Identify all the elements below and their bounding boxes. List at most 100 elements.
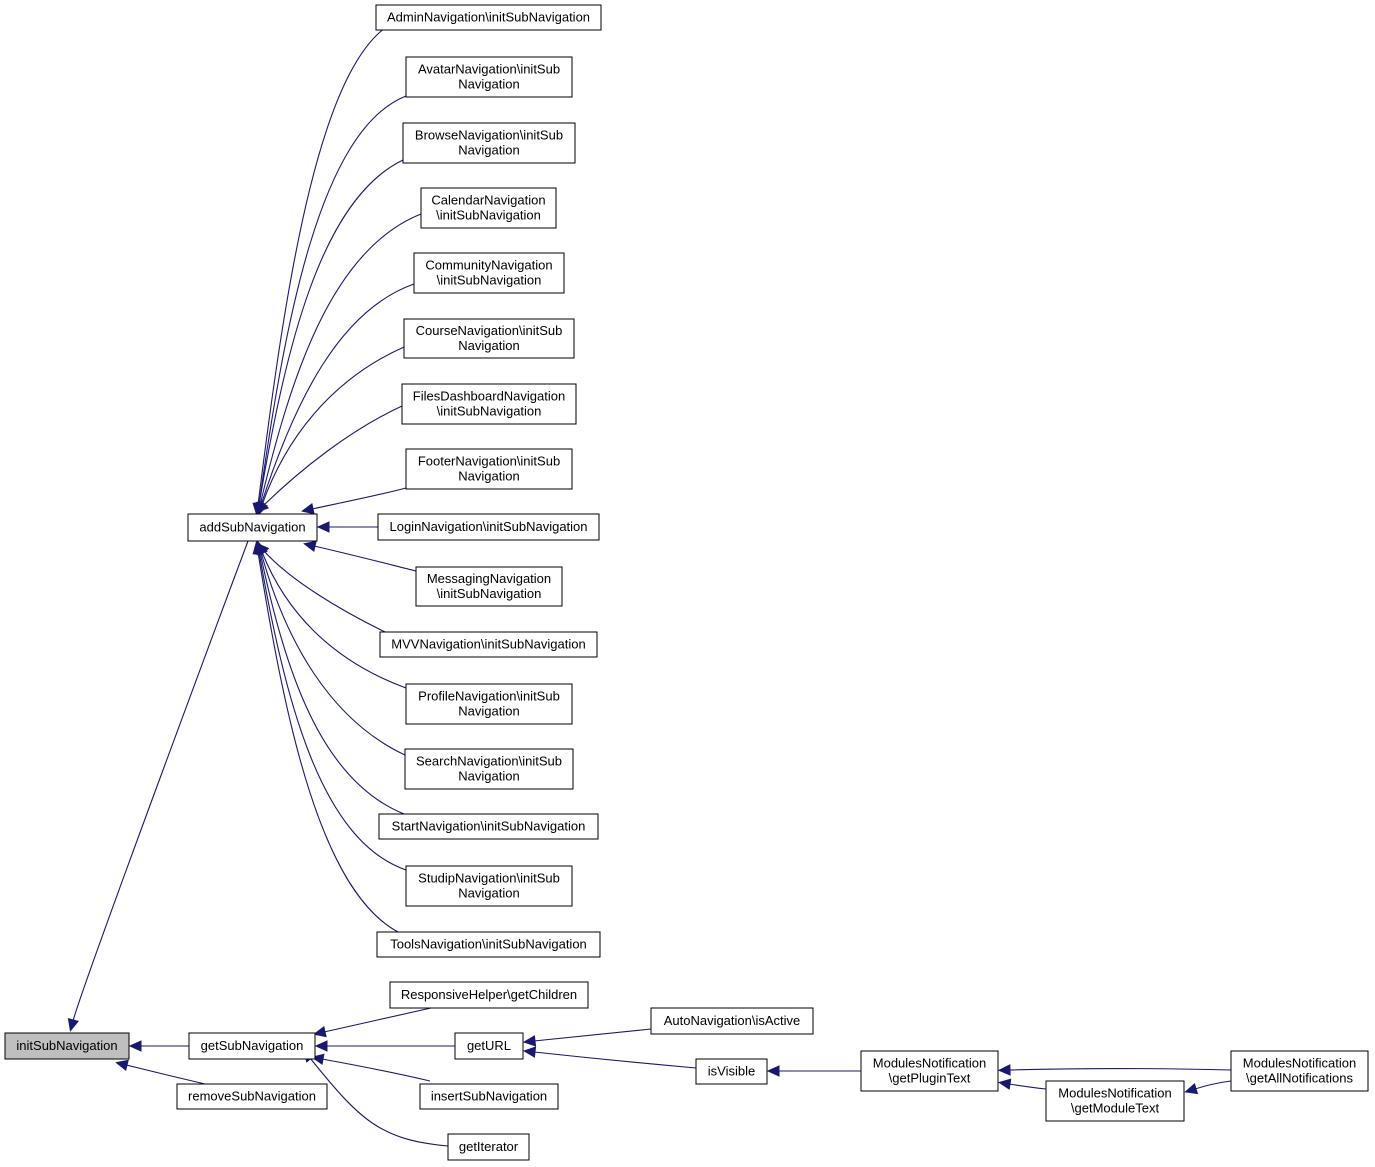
node-autoIsActive[interactable]: AutoNavigation\isActive (650, 1007, 814, 1035)
node-browse[interactable]: BrowseNavigation\initSubNavigation (402, 122, 576, 164)
edge-avatar-to-addSubNavigation (253, 95, 407, 517)
node-avatar[interactable]: AvatarNavigation\initSubNavigation (405, 56, 573, 98)
node-course[interactable]: CourseNavigation\initSubNavigation (403, 318, 575, 359)
node-label: MessagingNavigation (427, 571, 551, 586)
node-label: Navigation (458, 886, 519, 901)
node-label: \getAllNotifications (1246, 1071, 1353, 1086)
edge-autoIsActive-to-getURL (522, 1028, 652, 1047)
node-start[interactable]: StartNavigation\initSubNavigation (378, 813, 599, 840)
node-responsive[interactable]: ResponsiveHelper\getChildren (389, 981, 589, 1009)
node-mvv[interactable]: MVVNavigation\initSubNavigation (379, 631, 598, 658)
node-box (405, 56, 573, 98)
node-getPluginText[interactable]: ModulesNotification\getPluginText (860, 1050, 999, 1092)
arrowhead-icon (252, 540, 264, 555)
node-label: LoginNavigation\initSubNavigation (389, 519, 587, 534)
node-label: ModulesNotification (1243, 1056, 1356, 1071)
arrowhead-icon (255, 499, 270, 513)
node-calendar[interactable]: CalendarNavigation\initSubNavigation (420, 187, 557, 229)
node-box (378, 813, 599, 840)
node-label: BrowseNavigation\initSub (415, 128, 563, 143)
edge-tools-to-addSubNavigation (252, 540, 399, 933)
edge-getPluginText-to-isVisible (766, 1065, 861, 1077)
node-label: addSubNavigation (199, 520, 305, 535)
node-box (419, 1083, 559, 1110)
node-community[interactable]: CommunityNavigation\initSubNavigation (413, 252, 565, 294)
node-label: Navigation (458, 338, 519, 353)
node-label: ResponsiveHelper\getChildren (401, 987, 577, 1002)
node-box (860, 1050, 999, 1092)
node-label: Navigation (458, 704, 519, 719)
node-box (404, 748, 574, 790)
arrowhead-icon (1184, 1083, 1199, 1095)
node-box (176, 1083, 328, 1110)
node-box (389, 981, 589, 1009)
node-getURL[interactable]: getURL (454, 1032, 524, 1060)
node-label: \getModuleText (1071, 1101, 1160, 1116)
node-label: AdminNavigation\initSubNavigation (387, 10, 590, 25)
node-search[interactable]: SearchNavigation\initSubNavigation (404, 748, 574, 790)
arrowhead-icon (313, 1026, 327, 1038)
node-box (447, 1133, 530, 1161)
node-initSubNavigation[interactable]: initSubNavigation (4, 1032, 130, 1060)
node-footer[interactable]: FooterNavigation\initSubNavigation (405, 448, 573, 490)
node-addSubNavigation[interactable]: addSubNavigation (187, 513, 318, 542)
arrowhead-icon (115, 1059, 129, 1071)
node-label: isVisible (708, 1064, 755, 1079)
node-label: getURL (467, 1038, 511, 1053)
node-label: ProfileNavigation\initSub (418, 689, 560, 704)
node-label: Navigation (458, 143, 519, 158)
node-label: initSubNavigation (16, 1038, 117, 1053)
node-tools[interactable]: ToolsNavigation\initSubNavigation (376, 931, 601, 958)
node-login[interactable]: LoginNavigation\initSubNavigation (377, 513, 600, 541)
node-isVisible[interactable]: isVisible (695, 1058, 768, 1085)
node-box (375, 4, 602, 31)
node-box (4, 1032, 130, 1060)
edge-community-to-addSubNavigation (255, 283, 415, 516)
edge-isVisible-to-getURL (522, 1046, 697, 1069)
node-box (1230, 1050, 1369, 1092)
node-label: StartNavigation\initSubNavigation (392, 819, 586, 834)
node-box (376, 931, 601, 958)
node-label: ModulesNotification (873, 1056, 986, 1071)
node-box (187, 513, 318, 542)
edge-getSubNavigation-to-initSubNavigation (128, 1040, 190, 1052)
node-profile[interactable]: ProfileNavigation\initSubNavigation (405, 683, 573, 725)
node-box (695, 1058, 768, 1085)
node-label: \initSubNavigation (437, 404, 542, 419)
edge-getURL-to-getSubNavigation (314, 1040, 456, 1052)
node-label: \initSubNavigation (437, 586, 542, 601)
node-files[interactable]: FilesDashboardNavigation\initSubNavigati… (401, 383, 577, 425)
node-label: CourseNavigation\initSub (416, 323, 563, 338)
edge-getAllNotifications-to-getPluginText (997, 1064, 1232, 1076)
node-getAllNotifications[interactable]: ModulesNotification\getAllNotifications (1230, 1050, 1369, 1092)
node-box (405, 448, 573, 490)
arrowhead-icon (67, 1018, 79, 1032)
node-label: \getPluginText (889, 1071, 971, 1086)
node-getIterator[interactable]: getIterator (447, 1133, 530, 1161)
edge-responsive-to-getSubNavigation (313, 1007, 432, 1038)
edge-addSubNavigation-to-initSubNavigation (67, 540, 249, 1032)
arrowhead-icon (128, 1040, 142, 1052)
node-getModuleText[interactable]: ModulesNotification\getModuleText (1045, 1080, 1185, 1122)
edge-insertSubNavigation-to-getSubNavigation (310, 1053, 431, 1082)
node-getSubNavigation[interactable]: getSubNavigation (188, 1032, 316, 1060)
edges-layer (67, 17, 1232, 1147)
node-messaging[interactable]: MessagingNavigation\initSubNavigation (415, 566, 563, 607)
nodes-layer: initSubNavigation addSubNavigation getSubN… (4, 4, 1369, 1161)
node-label: Navigation (458, 769, 519, 784)
node-admin[interactable]: AdminNavigation\initSubNavigation (375, 4, 602, 31)
node-studip[interactable]: StudipNavigation\initSubNavigation (405, 865, 573, 907)
node-removeSubNavigation[interactable]: removeSubNavigation (176, 1083, 328, 1110)
arrowhead-icon (316, 521, 330, 533)
node-insertSubNavigation[interactable]: insertSubNavigation (419, 1083, 559, 1110)
node-label: getIterator (459, 1139, 519, 1154)
node-box (650, 1007, 814, 1035)
node-box (413, 252, 565, 294)
node-label: AvatarNavigation\initSub (418, 62, 560, 77)
edge-login-to-addSubNavigation (316, 521, 378, 533)
node-box (379, 631, 598, 658)
node-label: CalendarNavigation (431, 193, 545, 208)
node-label: ToolsNavigation\initSubNavigation (390, 937, 587, 952)
arrowhead-icon (303, 540, 317, 552)
